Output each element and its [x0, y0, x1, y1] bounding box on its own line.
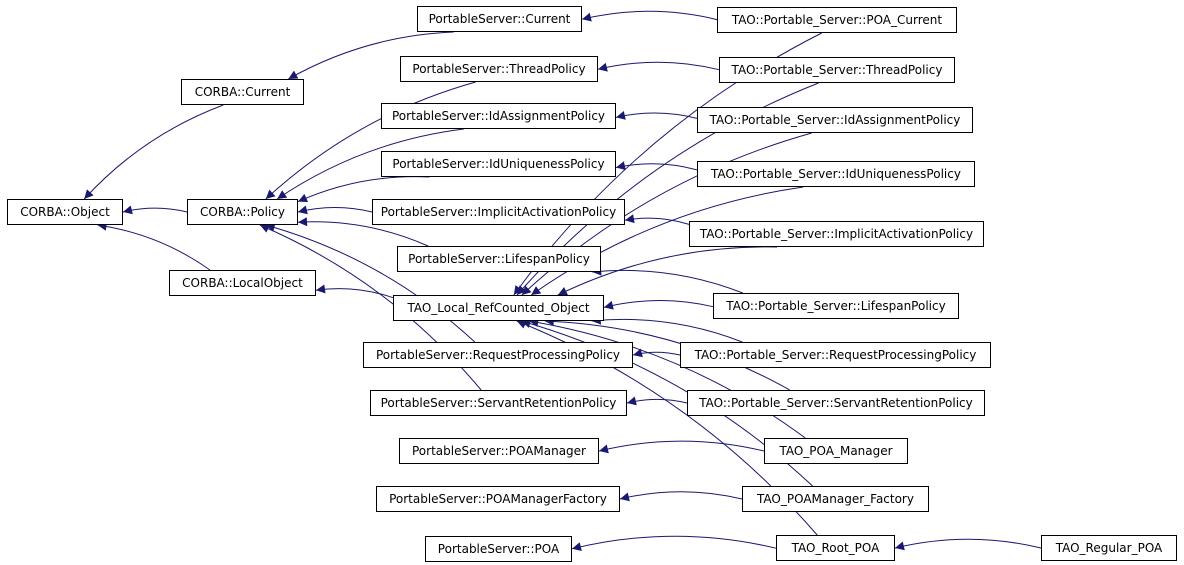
edge-ps-iduniquenesspolicy-to-corba-policy — [297, 176, 430, 203]
edge-ps-idassignmentpolicy-to-corba-policy — [276, 128, 464, 200]
node-ps-servantretentionpolicy[interactable]: PortableServer::ServantRetentionPolicy — [370, 390, 627, 416]
node-tao-lifespanpolicy[interactable]: TAO::Portable_Server::LifespanPolicy — [713, 293, 959, 319]
edge-ps-lifespanpolicy-to-corba-policy — [297, 217, 429, 247]
edge-tao-iduniquenesspolicy-to-tao-local-refcounted-object — [530, 186, 804, 296]
node-tao-poamanager-factory[interactable]: TAO_POAManager_Factory — [742, 486, 929, 512]
node-corba-object[interactable]: CORBA::Object — [7, 199, 123, 225]
node-tao-regular-poa[interactable]: TAO_Regular_POA — [1041, 535, 1177, 561]
node-tao-implicitactivationpolicy[interactable]: TAO::Portable_Server::ImplicitActivation… — [689, 221, 984, 247]
node-tao-root-poa[interactable]: TAO_Root_POA — [776, 535, 895, 561]
node-corba-current[interactable]: CORBA::Current — [181, 79, 304, 105]
edge-ps-current-to-corba-current — [288, 31, 454, 80]
node-ps-threadpolicy[interactable]: PortableServer::ThreadPolicy — [400, 56, 598, 82]
edge-ps-threadpolicy-to-corba-policy — [265, 81, 476, 200]
edge-tao-root-poa-to-ps-poa — [571, 535, 777, 552]
edge-tao-poa-manager-to-ps-poamanager — [598, 440, 765, 454]
edge-tao-implicitactivationpolicy-to-ps-implicitactivationpolicy — [624, 214, 690, 225]
edge-tao-requestprocessingpolicy-to-tao-local-refcounted-object — [591, 315, 743, 343]
node-tao-idassignmentpolicy[interactable]: TAO::Portable_Server::IdAssignmentPolicy — [697, 107, 973, 133]
node-tao-threadpolicy[interactable]: TAO::Portable_Server::ThreadPolicy — [719, 57, 955, 83]
edge-tao-idassignmentpolicy-to-ps-idassignmentpolicy — [615, 111, 698, 120]
node-ps-current[interactable]: PortableServer::Current — [417, 6, 582, 32]
node-ps-poa[interactable]: PortableServer::POA — [425, 536, 572, 562]
node-ps-requestprocessingpolicy[interactable]: PortableServer::RequestProcessingPolicy — [363, 342, 633, 368]
node-ps-iduniquenesspolicy[interactable]: PortableServer::IdUniquenessPolicy — [381, 151, 616, 177]
edge-tao-servantretentionpolicy-to-tao-local-refcounted-object — [544, 316, 791, 391]
edge-ps-requestprocessingpolicy-to-corba-policy — [265, 223, 476, 343]
node-tao-poa-current[interactable]: TAO::Portable_Server::POA_Current — [717, 7, 957, 33]
node-tao-requestprocessingpolicy[interactable]: TAO::Portable_Server::RequestProcessingP… — [680, 342, 991, 368]
edge-tao-implicitactivationpolicy-to-tao-local-refcounted-object — [557, 246, 778, 296]
edge-corba-current-to-corba-object — [83, 104, 224, 200]
edge-corba-localobject-to-corba-object — [97, 221, 211, 271]
node-corba-policy[interactable]: CORBA::Policy — [187, 199, 298, 225]
edge-tao-local-refcounted-object-to-corba-localobject — [315, 284, 394, 299]
node-ps-idassignmentpolicy[interactable]: PortableServer::IdAssignmentPolicy — [381, 103, 616, 129]
node-ps-poamanagerfactory[interactable]: PortableServer::POAManagerFactory — [376, 486, 620, 512]
node-ps-lifespanpolicy[interactable]: PortableServer::LifespanPolicy — [397, 246, 601, 272]
edge-tao-poamanager-factory-to-ps-poamanagerfactory — [619, 491, 743, 502]
edge-ps-implicitactivationpolicy-to-corba-policy — [297, 205, 373, 215]
edge-tao-poa-current-to-ps-current — [581, 10, 718, 22]
node-tao-servantretentionpolicy[interactable]: TAO::Portable_Server::ServantRetentionPo… — [687, 390, 985, 416]
node-ps-implicitactivationpolicy[interactable]: PortableServer::ImplicitActivationPolicy — [372, 199, 625, 225]
edge-corba-policy-to-corba-object — [122, 205, 188, 215]
edge-tao-poa-manager-to-tao-local-refcounted-object — [529, 318, 806, 439]
node-tao-local-refcounted-object[interactable]: TAO_Local_RefCounted_Object — [393, 295, 604, 321]
edge-tao-lifespanpolicy-to-ps-lifespanpolicy — [592, 266, 743, 294]
edge-tao-regular-poa-to-tao-root-poa — [894, 538, 1042, 551]
edge-tao-threadpolicy-to-ps-threadpolicy — [597, 61, 720, 72]
edge-tao-servantretentionpolicy-to-ps-servantretentionpolicy — [626, 396, 688, 406]
node-tao-iduniquenesspolicy[interactable]: TAO::Portable_Server::IdUniquenessPolicy — [697, 161, 975, 187]
node-corba-localobject[interactable]: CORBA::LocalObject — [169, 270, 316, 296]
edge-tao-requestprocessingpolicy-to-ps-requestprocessingpolicy — [632, 348, 681, 358]
edge-tao-lifespanpolicy-to-tao-local-refcounted-object — [603, 300, 714, 310]
edge-tao-iduniquenesspolicy-to-ps-iduniquenesspolicy — [615, 161, 698, 171]
node-tao-poa-manager[interactable]: TAO_POA_Manager — [764, 438, 908, 464]
node-ps-poamanager[interactable]: PortableServer::POAManager — [399, 438, 599, 464]
